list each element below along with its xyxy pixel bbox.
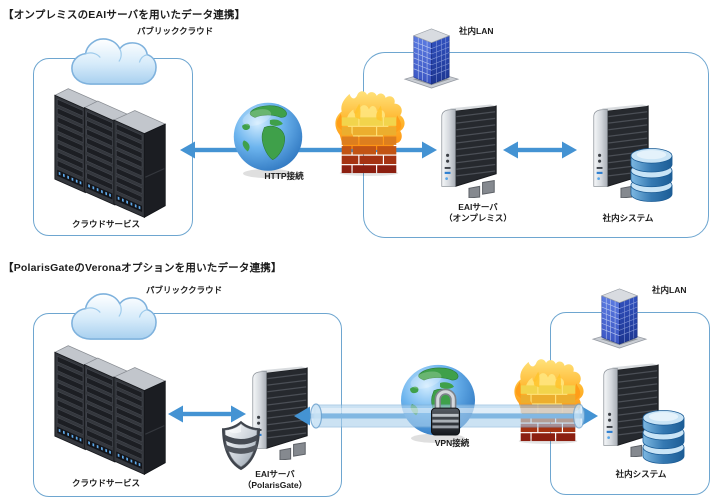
diagram2-cloud-service-label: クラウドサービス <box>71 478 141 488</box>
diagram1-eai-server-sublabel: （オンプレミス） <box>444 213 512 223</box>
firewall-icon <box>514 359 584 444</box>
public-cloud-icon <box>71 38 157 85</box>
diagram2-cloud-arrow <box>168 405 246 423</box>
diagram1-internal-arrow <box>503 141 577 159</box>
diagram1-lan-label: 社内LAN <box>459 26 494 36</box>
diagram2-eai-server-sublabel: （PolarisGate） <box>242 480 308 490</box>
diagram2-eai-server-label: EAIサーバ <box>255 469 295 479</box>
diagram2-public-cloud-label: パブリッククラウド <box>146 285 223 295</box>
database-icon <box>630 147 673 203</box>
cloud-server-rack-icon <box>53 82 171 221</box>
cloud-server-rack-icon <box>53 339 171 478</box>
diagram2-connection-label: VPN接続 <box>434 438 470 448</box>
diagram1-cloud-service-label: クラウドサービス <box>71 219 141 229</box>
diagram1-http-arrow <box>180 141 437 159</box>
diagram1-internal-system-label: 社内システム <box>602 213 654 223</box>
office-building-icon <box>404 28 459 89</box>
diagram1-eai-server-label: EAIサーバ <box>458 202 498 212</box>
office-building-icon <box>592 288 647 349</box>
diagram2-internal-system-label: 社内システム <box>615 469 667 479</box>
diagram1-public-cloud-label: パブリッククラウド <box>137 26 214 36</box>
diagram2-lan-label: 社内LAN <box>652 285 687 295</box>
internet-globe-icon <box>233 102 303 179</box>
security-shield-icon <box>221 420 261 471</box>
diagram1-title: 【オンプレミスのEAIサーバを用いたデータ連携】 <box>3 9 246 21</box>
firewall-icon <box>335 91 405 176</box>
padlock-icon <box>430 385 461 437</box>
database-icon <box>642 409 685 465</box>
diagram1-connection-label: HTTP接続 <box>264 171 304 181</box>
public-cloud-icon <box>71 293 157 340</box>
diagram2-title: 【PolarisGateのVeronaオプションを用いたデータ連携】 <box>3 262 282 274</box>
eai-server-icon <box>441 103 497 198</box>
